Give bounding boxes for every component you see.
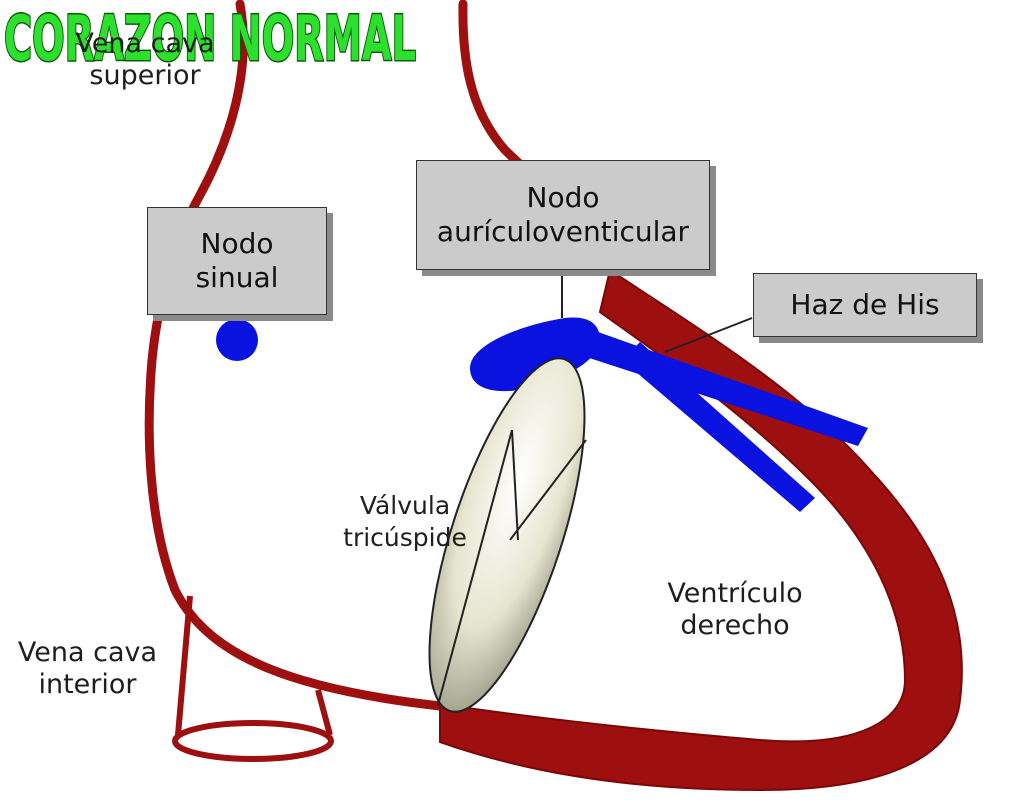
label-line: Vena cava	[0, 637, 175, 669]
label-line: Vena cava	[60, 28, 230, 60]
label-line: tricúspide	[330, 522, 480, 554]
box-line: sinual	[148, 261, 326, 295]
vena-cava-interior-left-line	[178, 596, 190, 735]
box-line: Nodo	[148, 227, 326, 261]
sinus-node	[216, 319, 258, 361]
label-ventriculo-derecho: Ventrículo derecho	[650, 578, 820, 642]
label-valvula-tricuspide: Válvula tricúspide	[330, 490, 480, 554]
label-vena-cava-interior: Vena cava interior	[0, 637, 175, 701]
box-haz-de-his: Haz de His	[753, 273, 977, 337]
label-line: Válvula	[330, 490, 480, 522]
box-line: aurículoventicular	[417, 215, 709, 249]
vena-cava-interior-opening	[175, 723, 331, 759]
box-nodo-sinual: Nodo sinual	[147, 207, 327, 315]
label-line: Ventrículo	[650, 578, 820, 610]
label-line: derecho	[650, 610, 820, 642]
box-line: Nodo	[417, 181, 709, 215]
label-vena-cava-superior: Vena cava superior	[60, 28, 230, 92]
vena-cava-superior-wall	[149, 4, 440, 706]
vena-cava-interior-right-line	[318, 690, 330, 735]
box-nodo-av: Nodo aurículoventicular	[416, 160, 710, 270]
label-line: interior	[0, 669, 175, 701]
label-line: superior	[60, 60, 230, 92]
box-line: Haz de His	[754, 288, 976, 322]
